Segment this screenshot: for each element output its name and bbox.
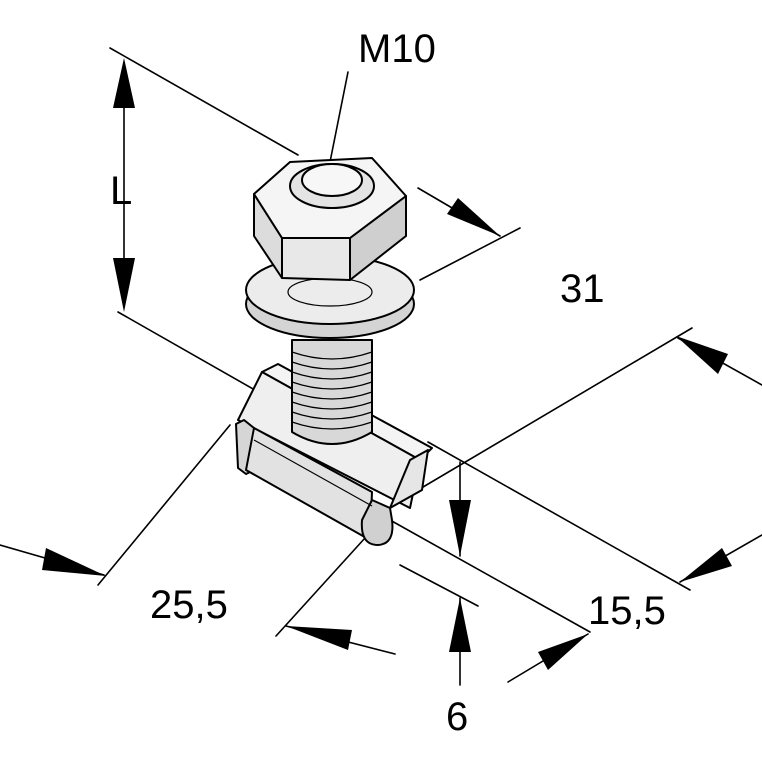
label-thread: M10 (358, 27, 436, 71)
dim155-extension-b (389, 519, 591, 633)
dim6-arrow-up (449, 598, 471, 652)
dim255-arrow-left (42, 548, 106, 576)
hammer-head-foot (360, 499, 394, 546)
dim155-extension-a (427, 441, 691, 591)
bolt-end-inner (301, 163, 363, 197)
hammer-head-front-side (245, 427, 373, 541)
label-length: L (110, 169, 132, 213)
label-width-top: 31 (560, 267, 605, 311)
hammer-head-right-end (389, 449, 429, 509)
l-extension-top (109, 47, 299, 156)
label-depth-right: 15,5 (588, 589, 666, 633)
label-length-bottom: 25,5 (150, 583, 228, 627)
dim255-arrow-right (286, 626, 352, 650)
l-arrow-up (113, 58, 135, 108)
m10-leader (329, 71, 349, 163)
dim31-extension (419, 227, 521, 281)
label-thickness: 6 (446, 695, 468, 739)
hammer-head-edge (253, 439, 373, 507)
arrowheads (42, 58, 732, 670)
l-arrow-down (113, 258, 135, 312)
shank-body (291, 339, 373, 445)
dimension-labels: M10 L 31 25,5 15,5 6 (110, 27, 666, 739)
dim31-arrow (447, 198, 500, 236)
dim255-extension-right (275, 537, 366, 637)
threaded-shank (291, 339, 373, 445)
dim255-extension-left (97, 424, 231, 586)
hex-nut (253, 157, 407, 281)
thread-lines (291, 351, 373, 430)
dim155-arrow-upper (676, 336, 728, 374)
dim155-arrow-lower (680, 548, 732, 582)
dim155-arrow-bottom (538, 634, 588, 670)
nut-face-front (281, 237, 351, 281)
dim6-extension (399, 564, 479, 607)
dim155-extension-upper (417, 327, 693, 491)
dim6-arrow-down (449, 500, 471, 556)
